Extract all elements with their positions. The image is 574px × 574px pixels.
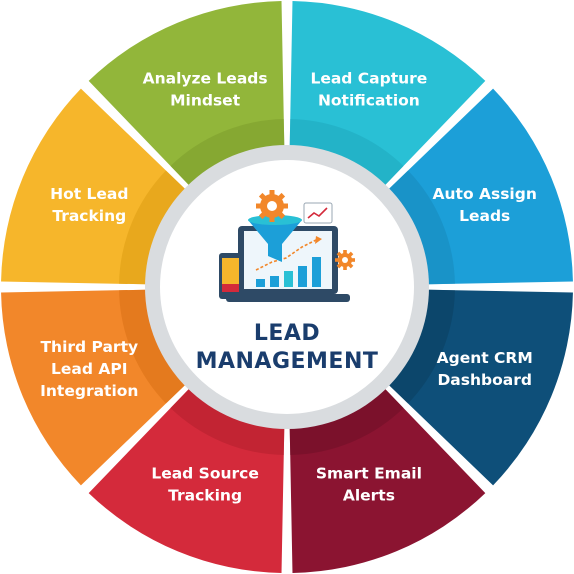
segment-label-third-party-lead-api-integration-line2: Lead API — [51, 360, 127, 378]
smartphone-icon — [219, 253, 242, 299]
segment-label-smart-email-alerts-line1: Smart Email — [316, 465, 422, 483]
center-title-line2: MANAGEMENT — [196, 349, 379, 374]
lead-illustration — [219, 190, 355, 302]
segment-label-agent-crm-dashboard-line2: Dashboard — [437, 371, 532, 389]
segment-inner-band-hot-lead-tracking — [119, 170, 194, 285]
gear-small-icon — [335, 250, 355, 270]
gear-icon — [256, 190, 288, 222]
segment-inner-band-analyze-leads-mindset — [170, 119, 285, 194]
segment-label-hot-lead-tracking-line2: Tracking — [52, 207, 126, 225]
segment-inner-band-lead-source-tracking — [170, 380, 285, 455]
laptop-icon — [226, 226, 350, 302]
segment-label-third-party-lead-api-integration-line1: Third Party — [40, 338, 138, 356]
segment-label-analyze-leads-mindset-line2: Mindset — [170, 91, 241, 109]
segment-label-lead-source-tracking-line1: Lead Source — [151, 465, 259, 483]
segment-label-auto-assign-leads-line1: Auto Assign — [433, 185, 537, 203]
bar-chart-icon — [256, 257, 321, 287]
segment-label-third-party-lead-api-integration-line3: Integration — [40, 382, 138, 400]
segment-label-lead-source-tracking-line2: Tracking — [168, 487, 242, 505]
segment-inner-band-third-party-lead-api-integration — [119, 289, 194, 404]
segment-label-smart-email-alerts-line2: Alerts — [343, 487, 395, 505]
line-chart-icon — [303, 202, 333, 224]
segment-label-lead-capture-notification-line1: Lead Capture — [310, 69, 427, 87]
segment-inner-band-auto-assign-leads — [380, 170, 455, 285]
segment-label-agent-crm-dashboard-line1: Agent CRM — [437, 349, 533, 367]
center-title-line1: LEAD — [254, 321, 320, 346]
segment-label-lead-capture-notification-line2: Notification — [318, 91, 420, 109]
segment-inner-band-smart-email-alerts — [289, 380, 404, 455]
segment-label-analyze-leads-mindset-line1: Analyze Leads — [143, 69, 268, 87]
trend-arrow-icon — [255, 236, 322, 271]
segment-inner-band-lead-capture-notification — [289, 119, 404, 194]
segment-inner-band-agent-crm-dashboard — [380, 289, 455, 404]
segment-label-hot-lead-tracking-line1: Hot Lead — [50, 185, 128, 203]
segment-label-auto-assign-leads-line2: Leads — [459, 207, 510, 225]
